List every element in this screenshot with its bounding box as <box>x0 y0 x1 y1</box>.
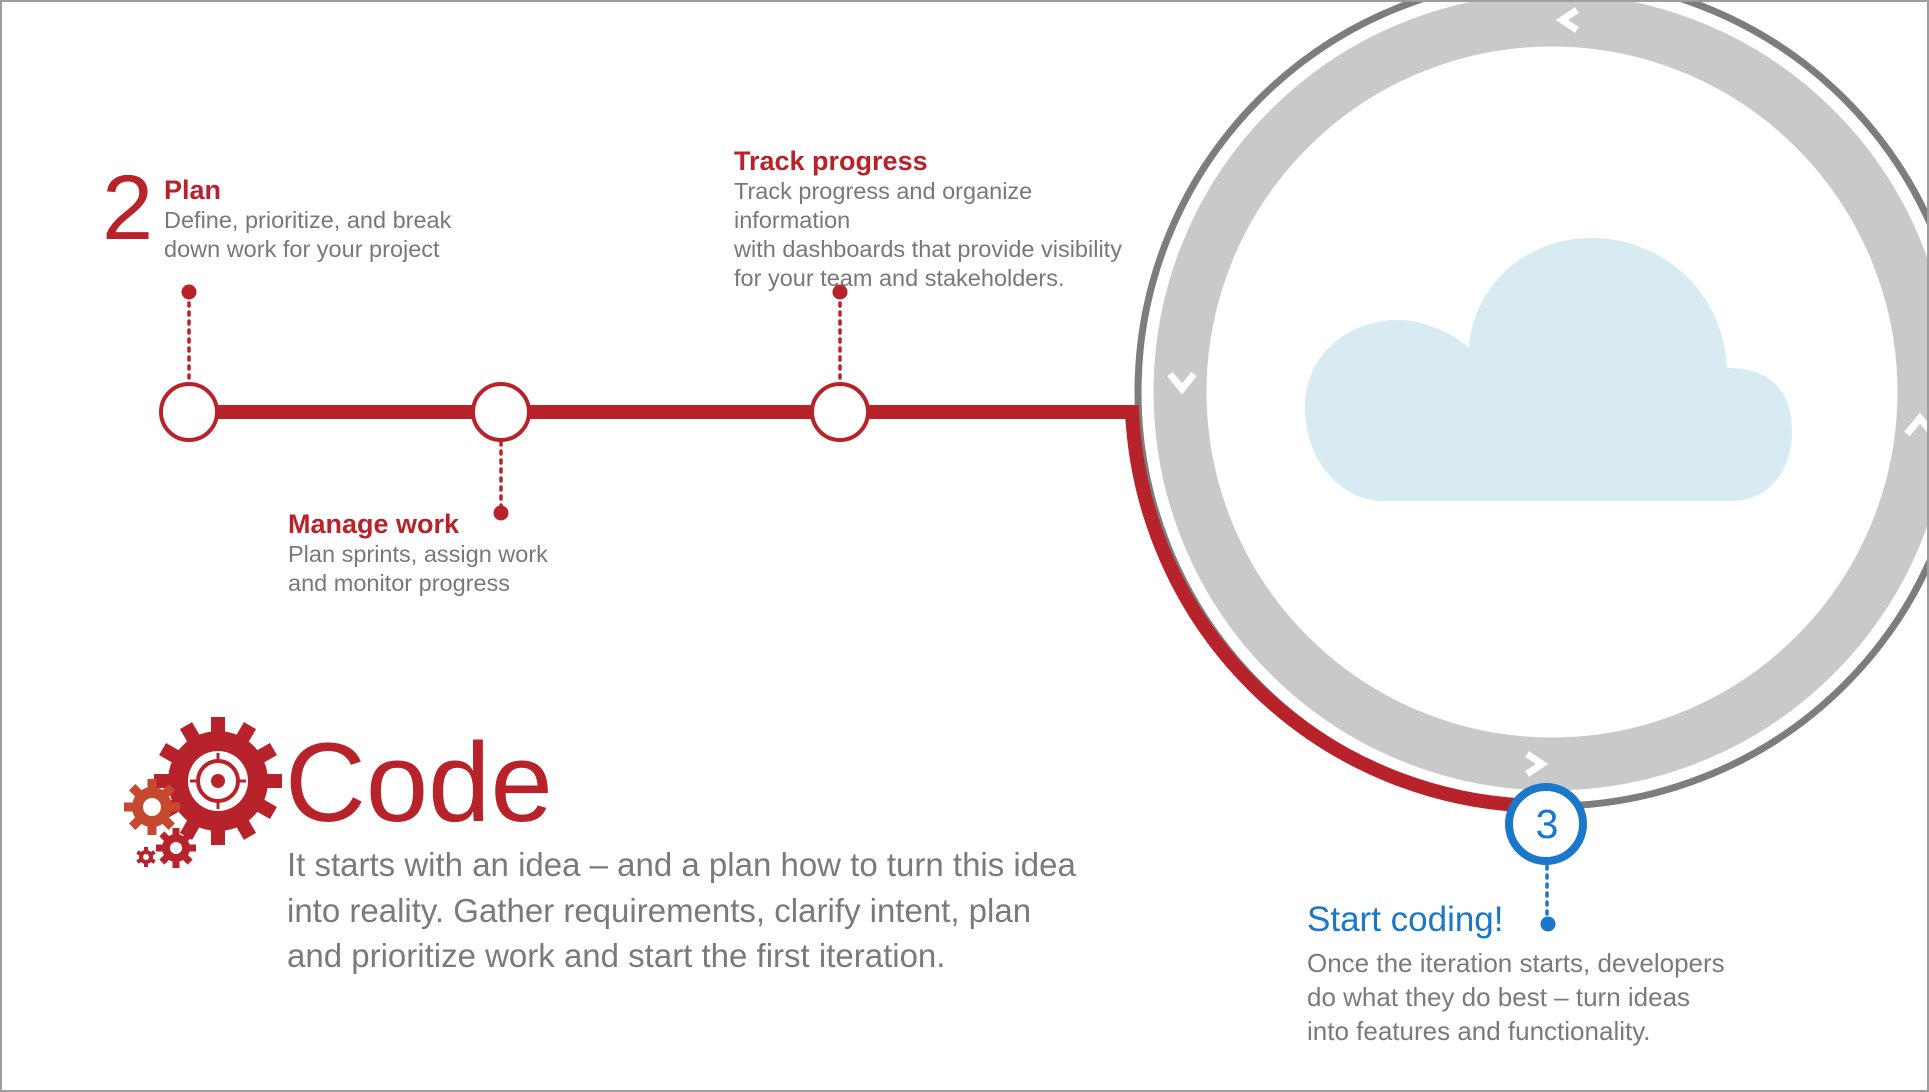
plan-description-line: down work for your project <box>164 236 440 263</box>
manage-work-description-line: and monitor progress <box>288 570 511 597</box>
track-progress-connector-dot <box>832 284 848 300</box>
track-progress-description-line: Track progress and organize information <box>734 178 1033 234</box>
plan-description: Define, prioritize, and break down work … <box>164 206 494 264</box>
manage-work-description: Plan sprints, assign work and monitor pr… <box>288 540 588 598</box>
gears-icon <box>124 717 282 868</box>
section-description-line: and prioritize work and start the first … <box>287 937 946 975</box>
start-coding-step-number: 3 <box>1535 801 1559 847</box>
plan-title: Plan <box>164 175 222 205</box>
track-arrow-icon <box>1555 7 1579 33</box>
timeline-line <box>188 405 1547 814</box>
manage-work-title: Manage work <box>288 509 460 539</box>
track-arrow-icon <box>1904 412 1927 437</box>
track-arrow-icon <box>1525 751 1549 777</box>
start-coding-description: Once the iteration starts, developers do… <box>1307 947 1777 1048</box>
section-description: It starts with an idea – and a plan how … <box>287 842 1187 979</box>
section-description-line: It starts with an idea – and a plan how … <box>287 846 1076 883</box>
track-progress-description-line: with dashboards that provide visibility <box>734 236 1122 263</box>
plan-description-line: Define, prioritize, and break <box>164 207 452 233</box>
track-progress-node <box>810 382 870 442</box>
track-progress-title: Track progress <box>734 146 928 176</box>
cloud-icon <box>1305 238 1792 501</box>
manage-work-description-line: Plan sprints, assign work <box>288 541 548 567</box>
start-coding-connector-dot <box>1540 916 1556 932</box>
plan-step-number: 2 <box>102 157 154 259</box>
track-arrow-icon <box>1167 371 1197 395</box>
manage-work-connector-dot <box>493 505 509 521</box>
start-coding-description-line: do what they do best – turn ideas <box>1307 981 1691 1012</box>
start-coding-description-line: into features and functionality. <box>1307 1015 1651 1046</box>
track-progress-description: Track progress and organize information … <box>734 177 1154 294</box>
start-coding-title: Start coding! <box>1307 900 1504 939</box>
iteration-track-inner-edge <box>1206 46 1898 738</box>
start-coding-node <box>1505 783 1587 865</box>
section-heading: Code <box>285 720 553 845</box>
track-progress-description-line: for your team and stakeholders. <box>734 265 1065 292</box>
start-coding-description-line: Once the iteration starts, developers <box>1307 948 1725 978</box>
plan-connector-dot <box>181 284 197 300</box>
section-description-line: into reality. Gather requirements, clari… <box>287 891 1032 929</box>
plan-node <box>159 382 219 442</box>
manage-work-node <box>471 382 531 442</box>
